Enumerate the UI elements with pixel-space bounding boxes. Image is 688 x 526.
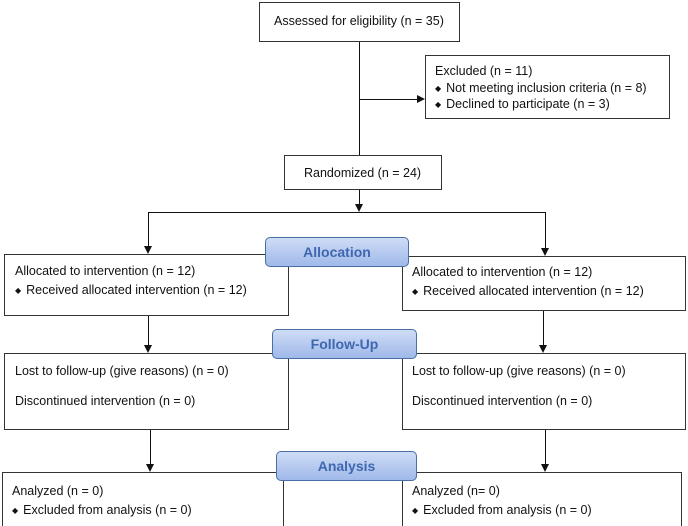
left-analyzed-text: Analyzed (n = 0) xyxy=(12,484,104,498)
left-followup-box: Lost to follow-up (give reasons) (n = 0)… xyxy=(4,353,289,430)
arrow-left-allocation xyxy=(144,246,152,254)
bullet-icon: ◆ xyxy=(435,84,442,93)
right-excluded-analysis-text: ◆Excluded from analysis (n = 0) xyxy=(412,503,592,517)
right-lost-text: Lost to follow-up (give reasons) (n = 0) xyxy=(412,364,626,378)
randomized-text: Randomized (n = 24) xyxy=(304,166,422,180)
arrow-right-allocation xyxy=(541,248,549,256)
left-lost-text: Lost to follow-up (give reasons) (n = 0) xyxy=(15,364,229,378)
connector-to-excluded xyxy=(359,99,417,100)
excluded-title: Excluded (n = 11) xyxy=(435,64,533,78)
connector-left-analysis xyxy=(150,430,151,464)
assessed-text: Assessed for eligibility (n = 35) xyxy=(274,14,444,28)
left-allocation-box: Allocated to intervention (n = 12) ◆Rece… xyxy=(4,254,289,316)
right-allocated-text: Allocated to intervention (n = 12) xyxy=(412,265,593,279)
bullet-icon: ◆ xyxy=(12,506,19,515)
arrow-randomized xyxy=(355,204,363,212)
right-analyzed-text: Analyzed (n= 0) xyxy=(412,484,500,498)
right-received-text: ◆Received allocated intervention (n = 12… xyxy=(412,284,644,298)
bullet-icon: ◆ xyxy=(412,287,419,296)
bullet-icon: ◆ xyxy=(435,100,442,109)
stage-allocation: Allocation xyxy=(265,237,409,267)
arrow-left-followup xyxy=(144,345,152,353)
arrow-to-excluded xyxy=(417,95,425,103)
connector-right-alloc xyxy=(545,212,546,248)
arrow-left-analysis xyxy=(146,464,154,472)
arrow-right-followup xyxy=(539,345,547,353)
connector-randomized-down xyxy=(359,190,360,204)
connector-split xyxy=(148,212,545,213)
excluded-box: Excluded (n = 11) ◆Not meeting inclusion… xyxy=(425,55,670,119)
assessed-box: Assessed for eligibility (n = 35) xyxy=(259,2,460,42)
left-discontinued-text: Discontinued intervention (n = 0) xyxy=(15,394,196,408)
connector-left-alloc xyxy=(148,212,149,246)
left-analysis-box: Analyzed (n = 0) ◆Excluded from analysis… xyxy=(2,472,284,526)
randomized-box: Randomized (n = 24) xyxy=(284,155,442,190)
right-analysis-box: Analyzed (n= 0) ◆Excluded from analysis … xyxy=(402,472,682,526)
bullet-icon: ◆ xyxy=(412,506,419,515)
arrow-right-analysis xyxy=(541,464,549,472)
right-followup-box: Lost to follow-up (give reasons) (n = 0)… xyxy=(402,353,686,430)
connector-assessed-randomized xyxy=(359,42,360,155)
connector-right-analysis xyxy=(545,430,546,464)
right-allocation-box: Allocated to intervention (n = 12) ◆Rece… xyxy=(402,256,686,311)
stage-follow-up: Follow-Up xyxy=(272,329,417,359)
connector-left-followup xyxy=(148,316,149,345)
left-received-text: ◆Received allocated intervention (n = 12… xyxy=(15,283,247,297)
bullet-icon: ◆ xyxy=(15,286,22,295)
right-discontinued-text: Discontinued intervention (n = 0) xyxy=(412,394,593,408)
excluded-item-2: ◆Declined to participate (n = 3) xyxy=(435,97,610,111)
excluded-item-1: ◆Not meeting inclusion criteria (n = 8) xyxy=(435,81,647,95)
left-excluded-analysis-text: ◆Excluded from analysis (n = 0) xyxy=(12,503,192,517)
stage-analysis: Analysis xyxy=(276,451,417,481)
left-allocated-text: Allocated to intervention (n = 12) xyxy=(15,264,196,278)
connector-right-followup xyxy=(543,311,544,345)
